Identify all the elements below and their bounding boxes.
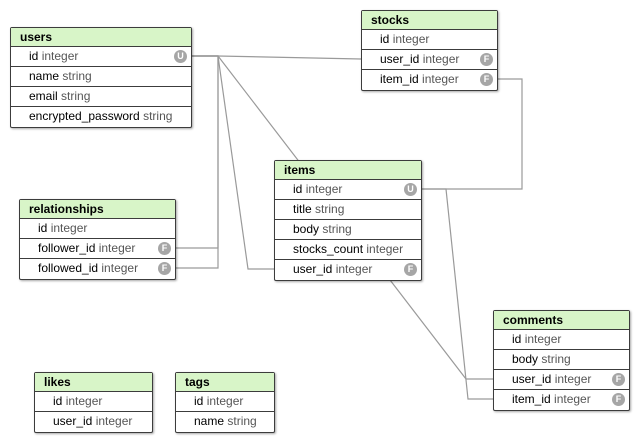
attribute-row: name string — [176, 412, 274, 432]
attribute-type: integer — [95, 414, 133, 428]
attribute-row: item_id integer F — [494, 390, 629, 410]
foreign-key-badge-icon: F — [158, 262, 171, 275]
foreign-key-badge-icon: F — [612, 393, 625, 406]
attribute-type: integer — [206, 394, 244, 408]
attribute-name: name — [194, 414, 225, 428]
attribute-name: encrypted_password — [29, 109, 140, 123]
attribute-type: integer — [554, 392, 591, 406]
attribute-row: body string — [494, 350, 629, 370]
entity-title: comments — [494, 311, 629, 330]
attribute-type: integer — [524, 332, 562, 346]
entity-title: stocks — [362, 11, 497, 30]
attribute-type: integer — [335, 262, 373, 276]
attribute-name: id — [29, 49, 39, 63]
attribute-name: body — [293, 222, 320, 236]
attribute-row: item_id integer F — [362, 70, 497, 90]
attribute-name: stocks_count — [293, 242, 364, 256]
attribute-name: id — [53, 394, 63, 408]
attribute-row: user_id integer F — [362, 50, 497, 70]
entity-title: relationships — [20, 200, 175, 219]
attribute-row: user_id integer F — [494, 370, 629, 390]
entity-title: items — [275, 161, 421, 180]
attribute-type: string — [541, 352, 571, 366]
attribute-name: user_id — [293, 262, 333, 276]
attribute-type: string — [227, 414, 257, 428]
attribute-name: name — [29, 69, 60, 83]
attribute-name: id — [293, 182, 303, 196]
attribute-name: user_id — [512, 372, 552, 386]
relation-line — [422, 188, 493, 400]
attribute-type: integer — [50, 221, 88, 235]
relation-line — [192, 55, 274, 270]
attribute-row: encrypted_password string — [11, 107, 191, 127]
attribute-row: stocks_count integer — [275, 240, 421, 260]
attribute-type: integer — [422, 52, 460, 66]
attribute-type: integer — [392, 32, 430, 46]
attribute-type: integer — [101, 261, 139, 275]
attribute-row: id integer U — [11, 47, 191, 67]
attribute-row: id integer — [176, 392, 274, 412]
unique-key-badge-icon: U — [174, 50, 187, 63]
attribute-row: name string — [11, 67, 191, 87]
attribute-type: integer — [554, 372, 592, 386]
attribute-name: body — [512, 352, 539, 366]
foreign-key-badge-icon: F — [612, 373, 625, 386]
attribute-row: id integer — [494, 330, 629, 350]
attribute-row: followed_id integer F — [20, 259, 175, 279]
attribute-row: id integer U — [275, 180, 421, 200]
attribute-type: string — [143, 109, 173, 123]
attribute-name: id — [380, 32, 390, 46]
attribute-row: id integer — [20, 219, 175, 239]
attribute-type: integer — [98, 241, 136, 255]
attribute-name: id — [38, 221, 48, 235]
attribute-type: string — [61, 89, 91, 103]
attribute-type: string — [322, 222, 352, 236]
entity-title: likes — [35, 373, 152, 392]
attribute-type: integer — [41, 49, 79, 63]
attribute-name: user_id — [380, 52, 420, 66]
unique-key-badge-icon: U — [404, 183, 417, 196]
relation-line — [192, 55, 362, 60]
attribute-type: integer — [366, 242, 404, 256]
attribute-name: id — [194, 394, 204, 408]
attribute-type: integer — [422, 72, 459, 86]
attribute-row: email string — [11, 87, 191, 107]
foreign-key-badge-icon: F — [404, 263, 417, 276]
attribute-row: id integer — [362, 30, 497, 50]
attribute-name: email — [29, 89, 58, 103]
attribute-row: id integer — [35, 392, 152, 412]
relation-line — [422, 78, 523, 190]
attribute-name: user_id — [53, 414, 93, 428]
attribute-row: body string — [275, 220, 421, 240]
attribute-name: follower_id — [38, 241, 96, 255]
attribute-row: user_id integer F — [275, 260, 421, 280]
attribute-type: integer — [305, 182, 343, 196]
attribute-name: id — [512, 332, 522, 346]
entity-title: users — [11, 28, 191, 47]
foreign-key-badge-icon: F — [480, 73, 493, 86]
attribute-name: followed_id — [38, 261, 99, 275]
attribute-type: integer — [65, 394, 103, 408]
attribute-row: follower_id integer F — [20, 239, 175, 259]
attribute-name: title — [293, 202, 312, 216]
attribute-type: string — [315, 202, 345, 216]
attribute-name: item_id — [512, 392, 551, 406]
entity-title: tags — [176, 373, 274, 392]
attribute-type: string — [62, 69, 92, 83]
attribute-name: item_id — [380, 72, 419, 86]
attribute-row: user_id integer — [35, 412, 152, 432]
attribute-row: title string — [275, 200, 421, 220]
foreign-key-badge-icon: F — [480, 53, 493, 66]
foreign-key-badge-icon: F — [158, 242, 171, 255]
